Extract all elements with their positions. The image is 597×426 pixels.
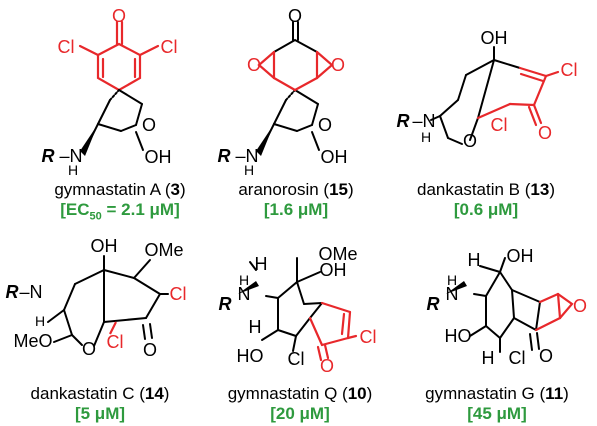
atom-oh: OH (507, 246, 534, 266)
atom-r: R (427, 294, 440, 314)
atom-meo: MeO (13, 331, 52, 351)
structure-dankastatin-b: OH Cl Cl O O R –N H (397, 28, 578, 151)
atom-nh: –N (412, 111, 435, 131)
atom-cl-bridgehead: Cl (491, 115, 508, 135)
atom-h-mid: H (249, 317, 262, 337)
atom-r: R (42, 146, 55, 166)
atom-cl-vinyl: Cl (170, 284, 187, 304)
atom-cl-bridgehead: Cl (107, 332, 124, 352)
atom-cl-vinyl: Cl (360, 327, 377, 347)
activity-gymnastatin-g: [45 μM] (467, 404, 527, 423)
atom-oh: OH (91, 236, 118, 256)
structure-aranorosin: O O O O OH R –N H (218, 6, 348, 178)
atom-o-keto: O (538, 123, 552, 143)
caption-gymnastatin-a: gymnastatin A (3) (54, 180, 186, 199)
atom-o-epoxide: O (573, 296, 587, 316)
atom-o-keto: O (288, 6, 302, 26)
atom-ho: HO (445, 326, 472, 346)
atom-h: H (421, 129, 431, 145)
atom-r: R (219, 294, 232, 314)
caption-dankastatin-c: dankastatin C (14) (30, 384, 170, 403)
atom-h-amine: H (447, 272, 457, 288)
atom-h-amine: H (239, 272, 249, 288)
atom-h-top: H (255, 254, 268, 274)
atom-o-ring: O (82, 339, 96, 359)
activity-gymnastatin-a: [EC50 = 2.1 μM] (60, 200, 180, 223)
atom-h: H (244, 162, 254, 178)
atom-oh: OH (320, 260, 347, 280)
atom-oh: OH (321, 147, 348, 167)
atom-o-epoxide-left: O (247, 55, 261, 75)
atom-cl-left: Cl (58, 37, 75, 57)
atom-o-ring: O (463, 131, 477, 151)
atom-cl-vinyl: Cl (561, 60, 578, 80)
atom-nh: –N (235, 146, 258, 166)
activity-dankastatin-b: [0.6 μM] (453, 200, 519, 219)
atom-o-keto: O (320, 356, 334, 376)
atom-h: H (68, 162, 78, 178)
activity-gymnastatin-q: [20 μM] (270, 404, 330, 423)
atom-o-keto: O (112, 6, 126, 26)
atom-o-ring: O (318, 115, 332, 135)
structure-dankastatin-c: OH OMe Cl Cl O O MeO R –N H (6, 236, 187, 360)
activity-dankastatin-c: [5 μM] (74, 404, 126, 423)
caption-aranorosin: aranorosin (15) (238, 180, 354, 199)
caption-gymnastatin-g: gymnastatin G (11) (425, 384, 569, 403)
structure-gymnastatin-g: H OH R N H O HO H Cl O (427, 246, 588, 368)
atom-oh: OH (145, 147, 172, 167)
atom-nh: –N (59, 146, 82, 166)
atom-o-keto: O (143, 340, 157, 360)
structure-gymnastatin-q: OMe H OH R N H H HO Cl O Cl (219, 244, 377, 376)
atom-ome: OMe (144, 240, 183, 260)
atom-h: H (35, 313, 45, 329)
atom-o-keto: O (539, 346, 553, 366)
atom-h-top: H (468, 250, 481, 270)
atom-cl-bridgehead: Cl (288, 349, 305, 369)
atom-n: N (446, 284, 459, 304)
atom-ho: HO (237, 346, 264, 366)
activity-aranorosin: [1.6 μM] (263, 200, 329, 219)
atom-oh: OH (481, 28, 508, 48)
atom-nh: –N (19, 282, 42, 302)
caption-gymnastatin-q: gymnastatin Q (10) (227, 384, 373, 403)
atom-r: R (397, 111, 410, 131)
atom-n: N (238, 284, 251, 304)
caption-dankastatin-b: dankastatin B (13) (417, 180, 555, 199)
structure-gymnastatin-a: O Cl Cl O OH R –N H (42, 6, 178, 178)
atom-h-mid: H (482, 348, 495, 368)
atom-o-epoxide-right: O (331, 55, 345, 75)
atom-r: R (218, 146, 231, 166)
atom-cl-right: Cl (161, 37, 178, 57)
atom-cl-bridgehead: Cl (509, 348, 526, 368)
atom-ome: OMe (318, 244, 357, 264)
atom-o-ring: O (142, 115, 156, 135)
atom-r: R (6, 282, 19, 302)
